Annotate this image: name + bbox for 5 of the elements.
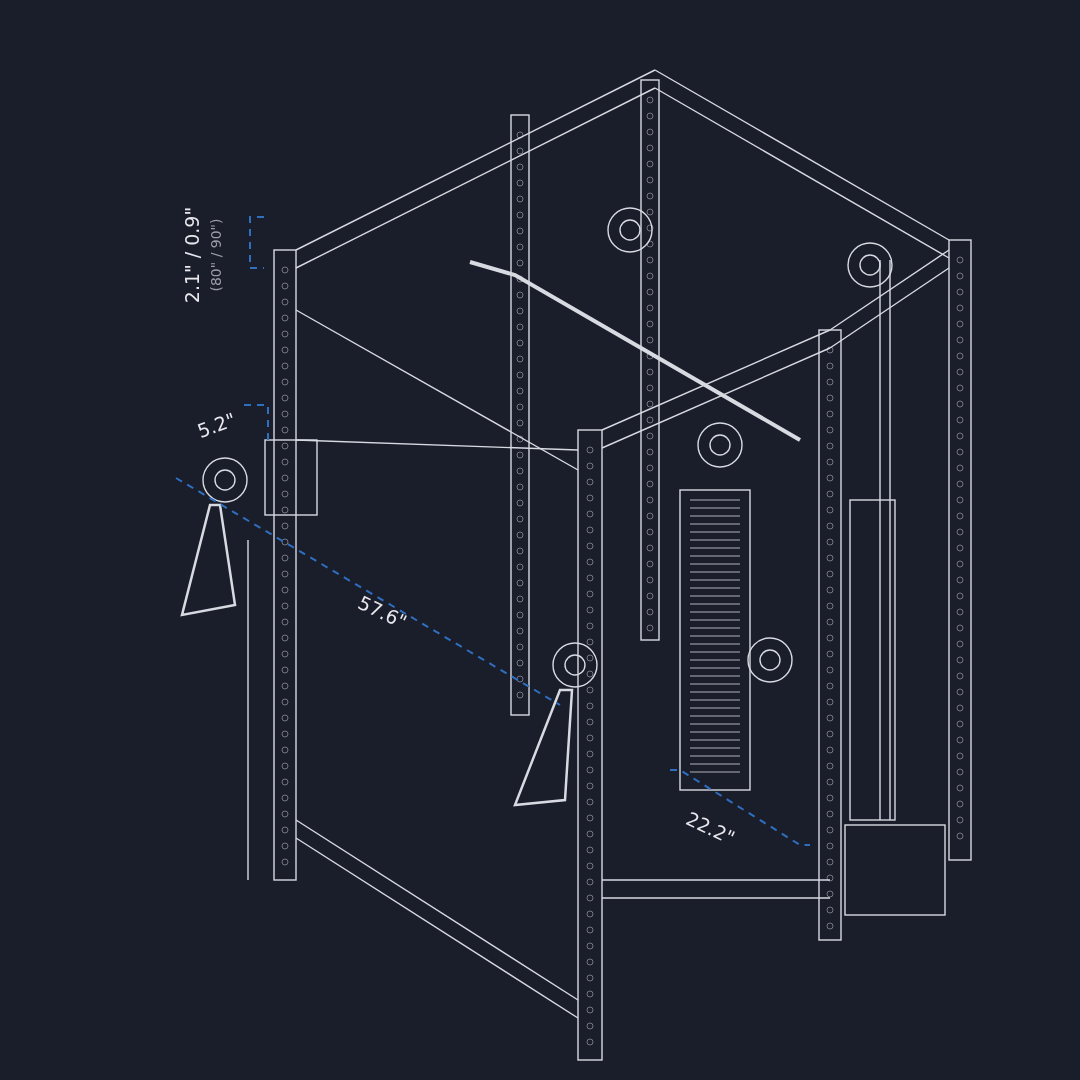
dimension-label: 22.2" xyxy=(682,807,738,849)
dimension-label: 2.1" / 0.9" xyxy=(181,206,204,304)
dimension-label: (80" / 90") xyxy=(206,218,225,292)
dimension-label: 57.6" xyxy=(354,591,410,633)
dimension-label: 5.2" xyxy=(193,408,239,442)
